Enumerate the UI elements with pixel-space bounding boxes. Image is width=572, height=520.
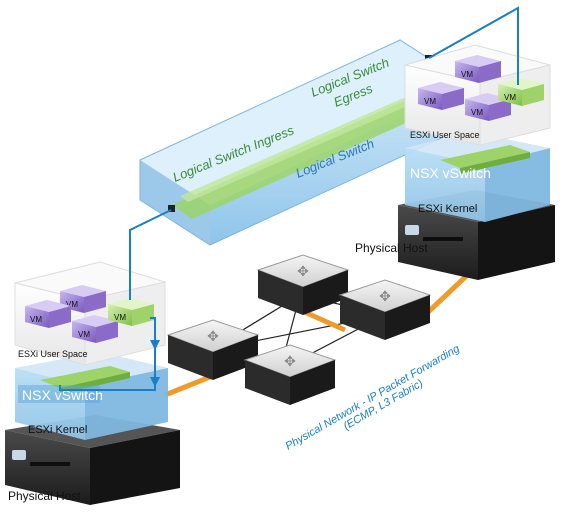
logical-switch-segments <box>172 78 475 219</box>
path-arrows <box>150 340 160 387</box>
left-kernel-label: ESXi Kernel <box>28 424 87 436</box>
svg-text:✥: ✥ <box>379 288 391 304</box>
right-kernel-label: ESXi Kernel <box>418 203 477 215</box>
svg-text:✥: ✥ <box>207 328 219 344</box>
left-host: NSX vSwitch ESXi Kernel VM VM VM <box>5 261 180 505</box>
left-vm-1 <box>60 285 106 313</box>
down-arrow-icon <box>150 377 160 387</box>
left-user-space-label: ESXi User Space <box>18 349 88 359</box>
right-host: NSX vSwitch ESXi Kernel VM VM VM <box>355 44 555 280</box>
right-vm-1 <box>455 55 501 83</box>
right-vm-2-label: VM <box>424 97 436 106</box>
physical-network: ✥ ✥ ✥ ✥ Physical Network - IP Packet For… <box>164 254 480 453</box>
svg-text:✥: ✥ <box>297 263 309 279</box>
left-vm-4-label: VM <box>114 313 126 322</box>
right-user-space-label: ESXi User Space <box>410 130 480 140</box>
svg-text:✥: ✥ <box>284 353 296 369</box>
right-vm-3-label: VM <box>471 108 483 117</box>
left-vm-2 <box>25 300 71 328</box>
right-vswitch-label: NSX vSwitch <box>410 165 491 181</box>
left-physical-host-label: Physical Host <box>8 489 81 503</box>
left-kernel-layer <box>15 352 168 440</box>
packet-path <box>59 6 519 391</box>
right-vm-green <box>498 78 544 106</box>
network-switch-2: ✥ <box>256 254 350 315</box>
left-vm-2-label: VM <box>30 315 42 324</box>
left-vm-green <box>108 298 154 326</box>
right-physical-host-label: Physical Host <box>355 241 428 255</box>
right-kernel-layer <box>405 132 550 222</box>
network-switch-4: ✥ <box>243 344 337 405</box>
network-switch-1: ✥ <box>166 319 260 380</box>
logical-port-ingress <box>168 205 175 212</box>
left-vm-3 <box>72 315 118 343</box>
network-switch-3: ✥ <box>338 279 432 340</box>
down-arrow-icon <box>150 340 160 350</box>
right-vm-4-label: VM <box>504 93 516 102</box>
right-vm-1-label: VM <box>461 70 473 79</box>
left-vm-3-label: VM <box>78 330 90 339</box>
left-vm-1-label: VM <box>66 300 78 309</box>
right-vm-3 <box>465 93 511 121</box>
right-vm-2 <box>418 82 464 110</box>
